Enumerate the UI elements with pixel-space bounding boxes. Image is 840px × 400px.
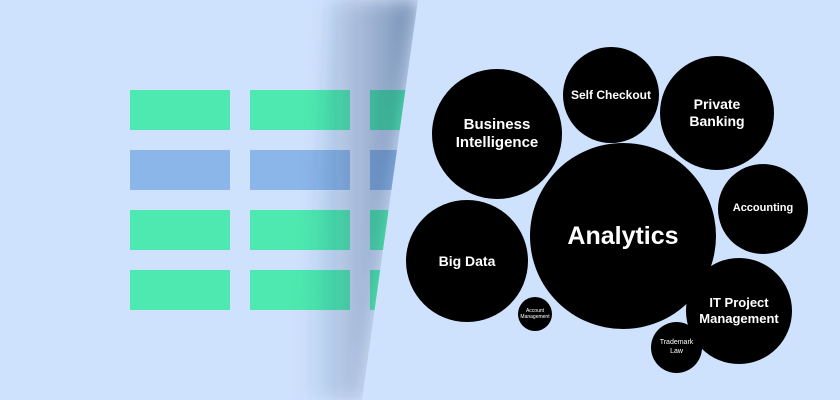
- bubble-account-management: Account Management: [518, 297, 552, 331]
- bubble-business-intelligence: Business Intelligence: [432, 69, 562, 199]
- table-cell: [130, 270, 230, 310]
- table-cell: [130, 210, 230, 250]
- table-cell: [130, 90, 230, 130]
- table-cell: [130, 150, 230, 190]
- bubble-trademark-law: Trademark Law: [651, 322, 702, 373]
- bubble-private-banking: Private Banking: [660, 56, 774, 170]
- bubble-analytics: Analytics: [530, 143, 716, 329]
- bubble-big-data: Big Data: [406, 200, 528, 322]
- bubble-accounting: Accounting: [718, 164, 808, 254]
- table-cell: [250, 210, 350, 250]
- table-cell: [250, 90, 350, 130]
- table-cell: [250, 270, 350, 310]
- bubble-self-checkout: Self Checkout: [563, 47, 659, 143]
- bubble-it-project-management: IT Project Management: [686, 258, 792, 364]
- table-cell: [250, 150, 350, 190]
